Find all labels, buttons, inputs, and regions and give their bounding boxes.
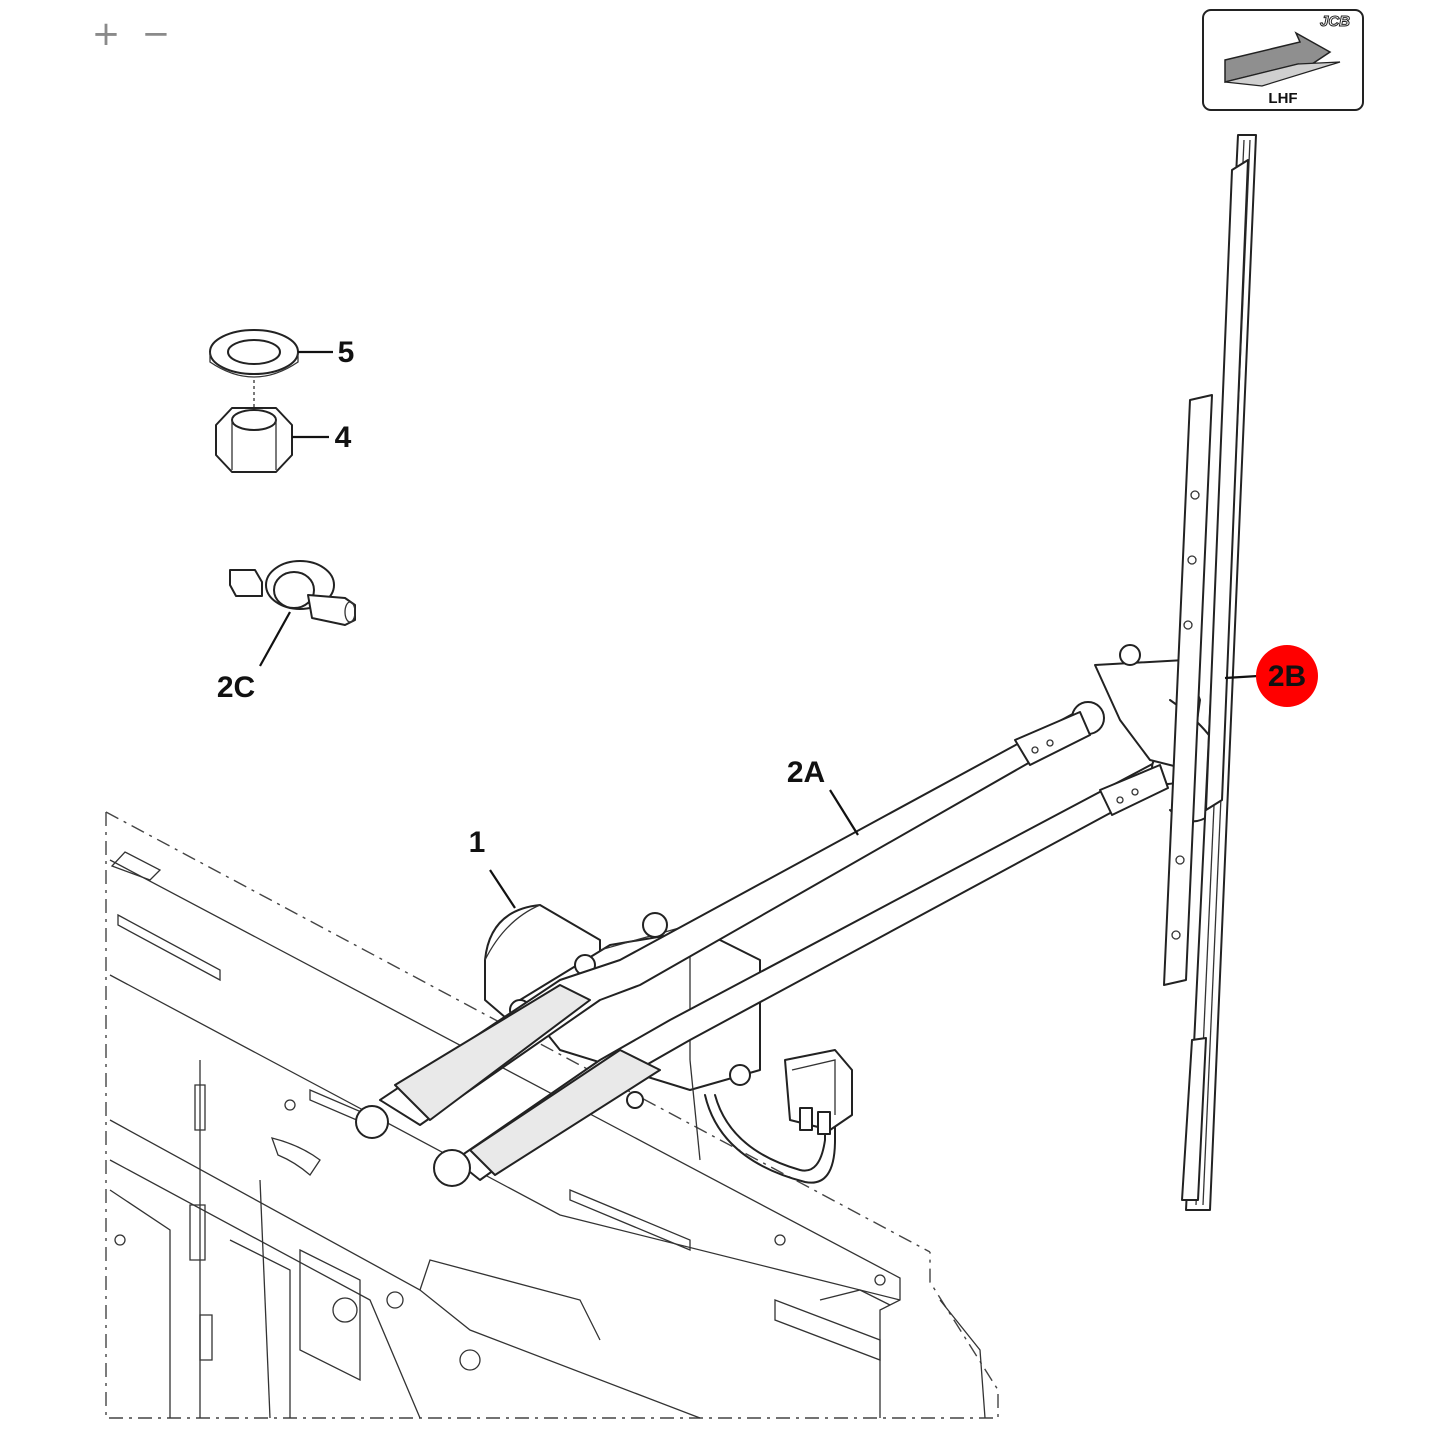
callout-2c[interactable]: 2C [217,671,255,704]
highlight-circle [1256,645,1318,707]
leader-1 [489,869,516,909]
callout-2b-highlight[interactable]: 2B [1256,645,1318,707]
brand-logo: JCB [1320,13,1350,30]
callout-2a[interactable]: 2A [787,756,825,789]
zoom-controls: + − [88,14,174,54]
callout-5[interactable]: 5 [338,336,355,369]
washer [209,329,299,378]
orientation-badge: JCB LHF [1202,9,1364,111]
callout-2b[interactable]: 2B [1268,660,1306,693]
view-label: LHF [1268,90,1297,107]
zoom-in-button[interactable]: + [88,14,124,54]
cab-frame [105,811,999,1419]
callout-1[interactable]: 1 [469,826,486,859]
nut [215,380,293,473]
leader-2b [1224,674,1259,680]
wiper-arm [355,644,1227,1187]
callout-4[interactable]: 4 [335,421,352,454]
zoom-out-button[interactable]: − [138,14,174,54]
spindle-adaptor [229,560,356,626]
wiper-blade [1163,134,1257,1211]
leader-2c [259,611,291,667]
wiring-connector [784,1049,853,1135]
leader-2a [829,789,859,836]
